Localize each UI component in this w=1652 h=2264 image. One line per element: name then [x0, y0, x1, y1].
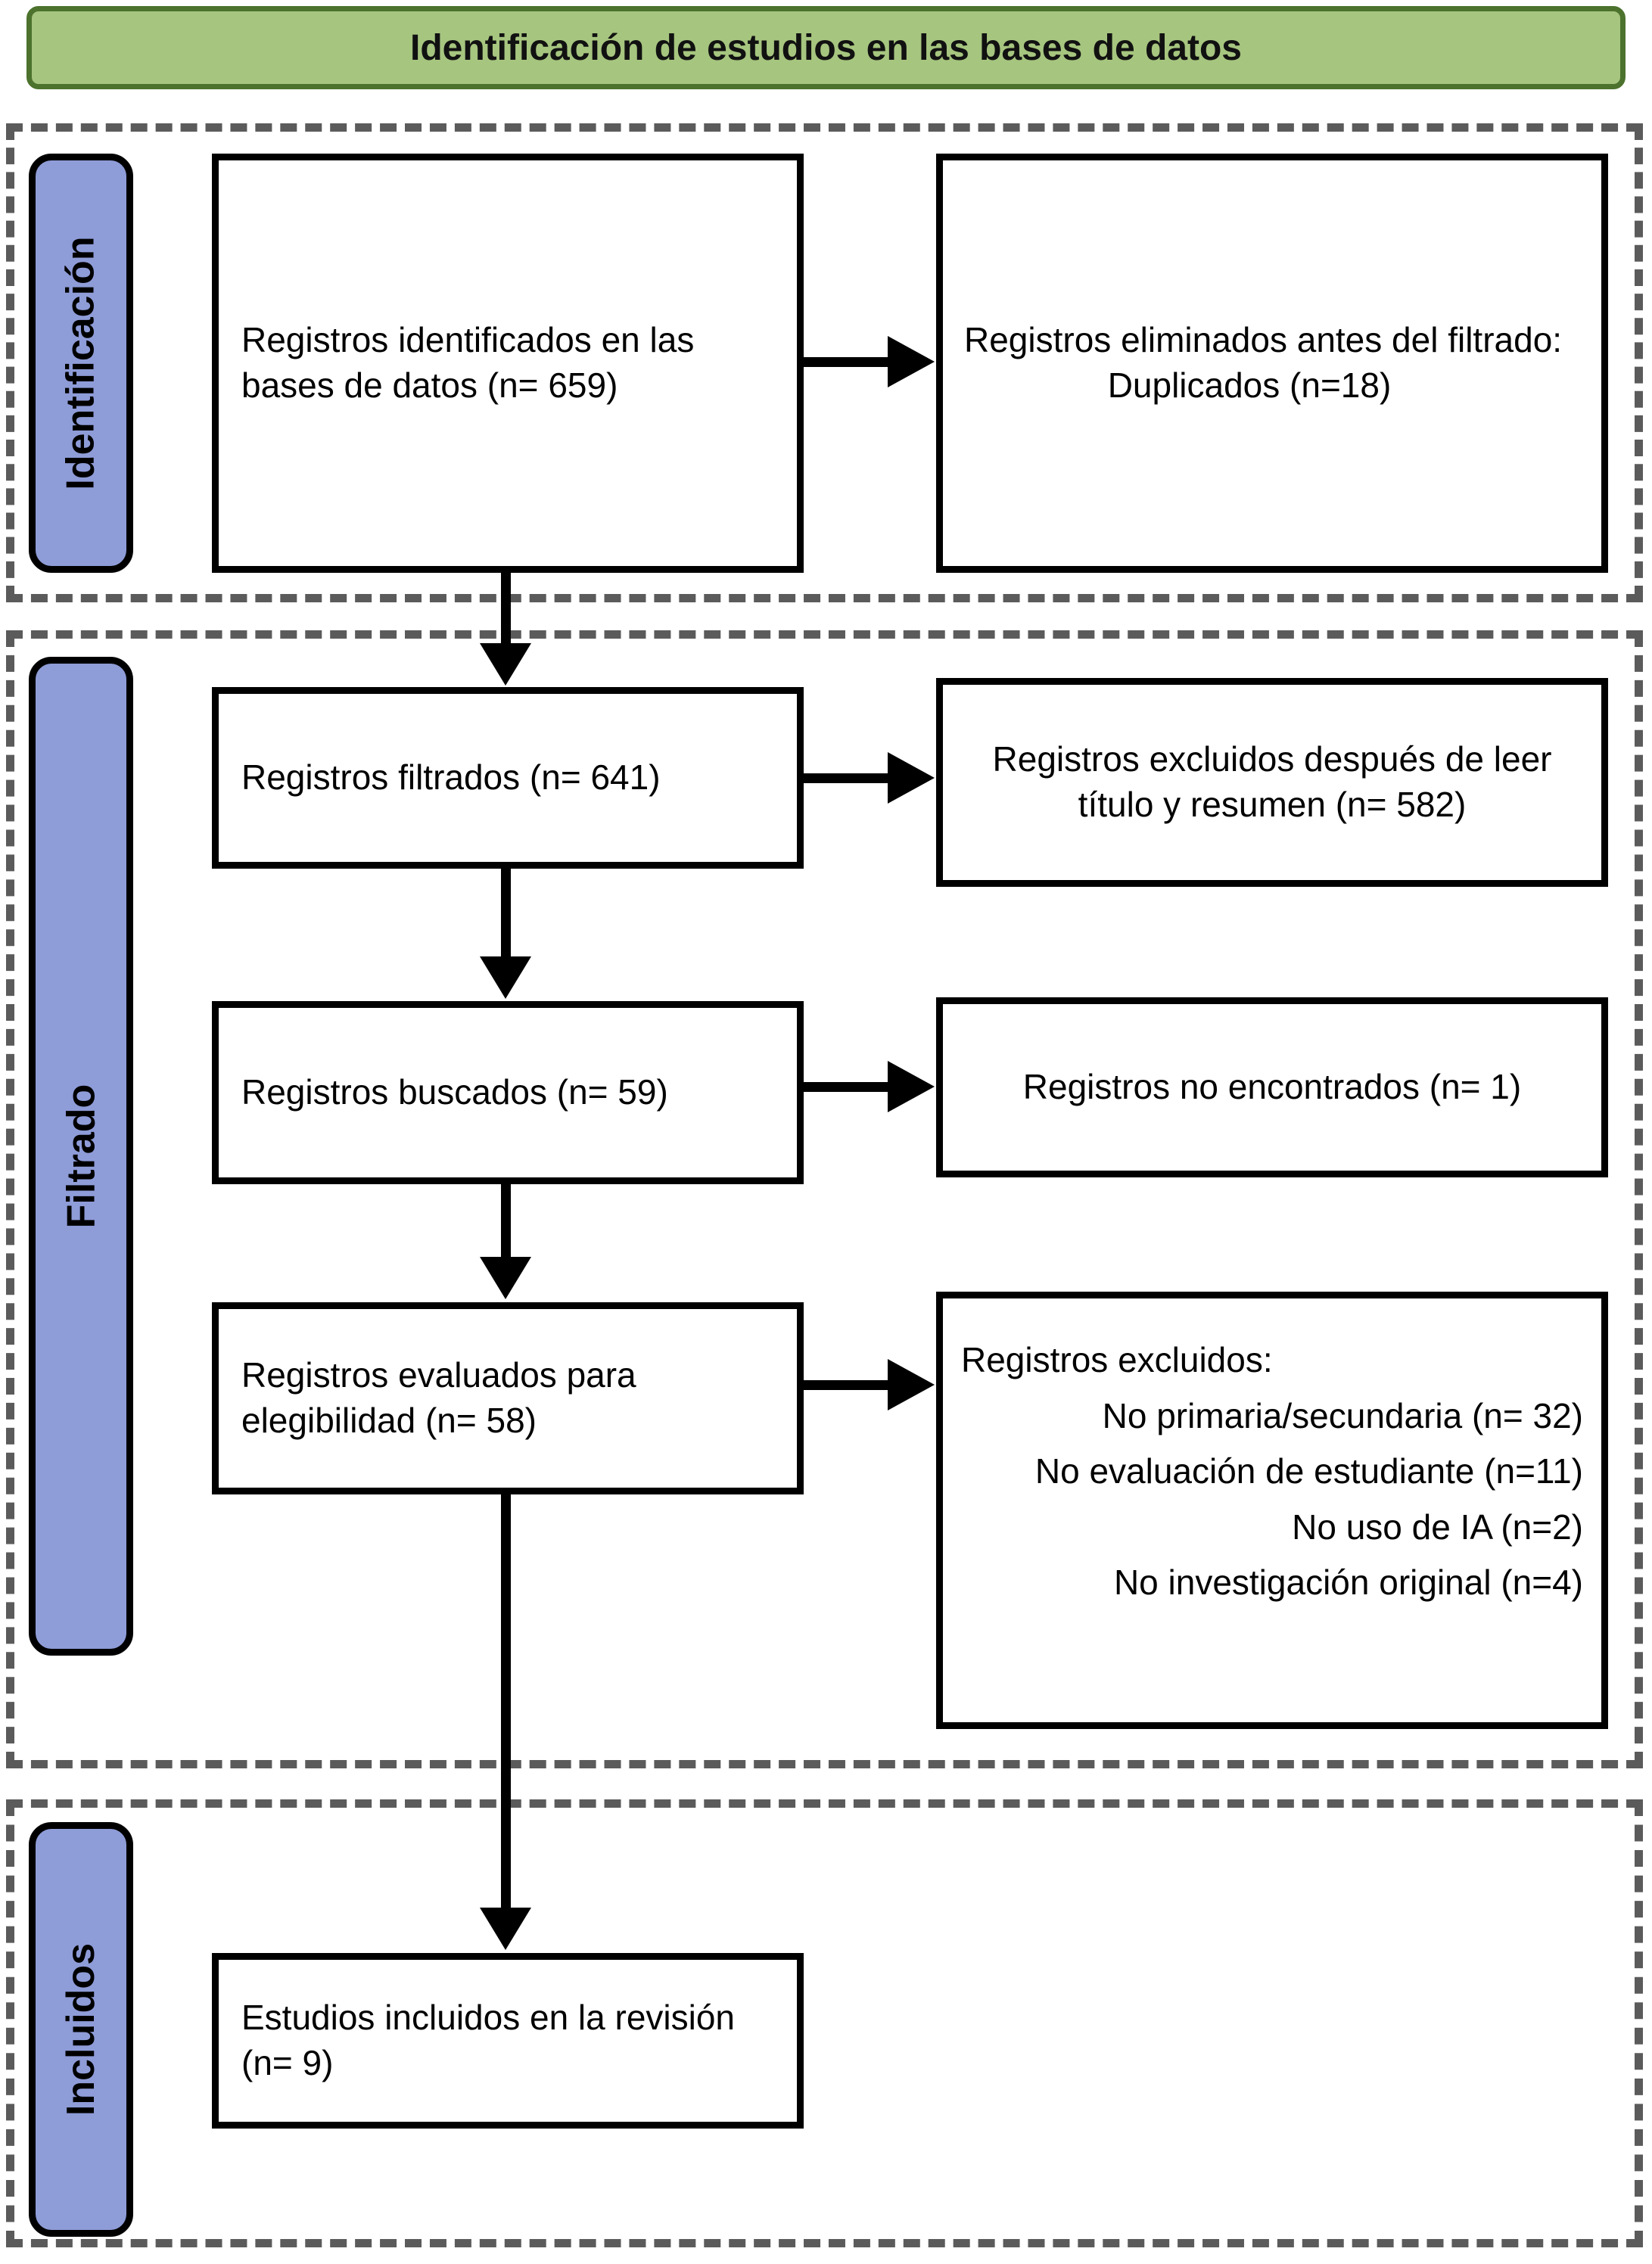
box-records-excluded-title: Registros excluidos: — [961, 1340, 1273, 1379]
screening-section-frame — [6, 630, 1643, 1768]
arrow-screened-to-sought-shaft — [501, 869, 511, 959]
stage-label-screening: Filtrado — [29, 657, 133, 1656]
arrow-identified-to-screened-shaft — [501, 573, 511, 646]
box-excluded-title-abstract: Registros excluidos después de leer títu… — [936, 678, 1608, 887]
arrow-assessed-to-excluded-shaft — [804, 1380, 891, 1390]
box-records-sought-text: Registros buscados (n= 59) — [241, 1072, 668, 1112]
excluded-reason-3: No uso de IA (n=2) — [1292, 1507, 1583, 1547]
arrow-sought-to-not-retrieved-head — [888, 1061, 935, 1112]
box-records-removed-title: Registros eliminados antes del filtrado: — [964, 320, 1563, 360]
stage-label-identification-text: Identificación — [59, 236, 103, 490]
arrow-screened-to-excluded-head — [888, 752, 935, 804]
box-studies-included-text: Estudios incluidos en la revisión (n= 9) — [241, 1998, 736, 2082]
box-studies-included: Estudios incluidos en la revisión (n= 9) — [212, 1953, 804, 2129]
arrow-sought-to-assessed-shaft — [501, 1184, 511, 1260]
box-records-identified: Registros identificados en las bases de … — [212, 154, 804, 573]
box-records-screened: Registros filtrados (n= 641) — [212, 687, 804, 869]
box-records-removed: Registros eliminados antes del filtrado:… — [936, 154, 1608, 573]
excluded-reason-2: No evaluación de estudiante (n=11) — [1034, 1451, 1583, 1491]
identification-section-frame — [6, 123, 1643, 602]
box-records-not-retrieved: Registros no encontrados (n= 1) — [936, 997, 1608, 1177]
box-records-identified-text: Registros identificados en las bases de … — [241, 320, 695, 405]
arrow-assessed-to-included-shaft — [501, 1494, 511, 1911]
included-section-frame — [6, 1799, 1643, 2247]
arrow-sought-to-not-retrieved-shaft — [804, 1082, 891, 1092]
arrow-assessed-to-excluded-head — [888, 1359, 935, 1410]
stage-label-included-text: Incluidos — [59, 1942, 103, 2116]
diagram-title: Identificación de estudios en las bases … — [410, 27, 1242, 68]
arrow-assessed-to-included-head — [480, 1908, 531, 1950]
arrow-identified-to-screened-head — [480, 643, 531, 686]
stage-label-screening-text: Filtrado — [59, 1084, 104, 1229]
box-records-excluded: Registros excluidos: No primaria/secunda… — [936, 1292, 1608, 1729]
box-records-screened-text: Registros filtrados (n= 641) — [241, 757, 661, 798]
stage-label-identification: Identificación — [29, 154, 133, 573]
box-records-sought: Registros buscados (n= 59) — [212, 1001, 804, 1184]
box-records-assessed: Registros evaluados para elegibilidad (n… — [212, 1302, 804, 1494]
box-records-removed-detail: Duplicados (n=18) — [1107, 365, 1392, 405]
arrow-identified-to-removed-shaft — [804, 357, 891, 367]
excluded-reason-4: No investigación original (n=4) — [1113, 1563, 1583, 1603]
box-excluded-title-abstract-text: Registros excluidos después de leer títu… — [992, 739, 1552, 824]
box-records-assessed-text: Registros evaluados para elegibilidad (n… — [241, 1355, 636, 1440]
diagram-title-banner: Identificación de estudios en las bases … — [26, 6, 1626, 89]
stage-label-included: Incluidos — [29, 1822, 133, 2237]
arrow-sought-to-assessed-head — [480, 1257, 531, 1299]
box-records-not-retrieved-text: Registros no encontrados (n= 1) — [1022, 1067, 1522, 1107]
arrow-identified-to-removed-head — [888, 336, 935, 387]
arrow-screened-to-sought-head — [480, 956, 531, 999]
excluded-reason-1: No primaria/secundaria (n= 32) — [1102, 1395, 1583, 1435]
arrow-screened-to-excluded-shaft — [804, 773, 891, 783]
